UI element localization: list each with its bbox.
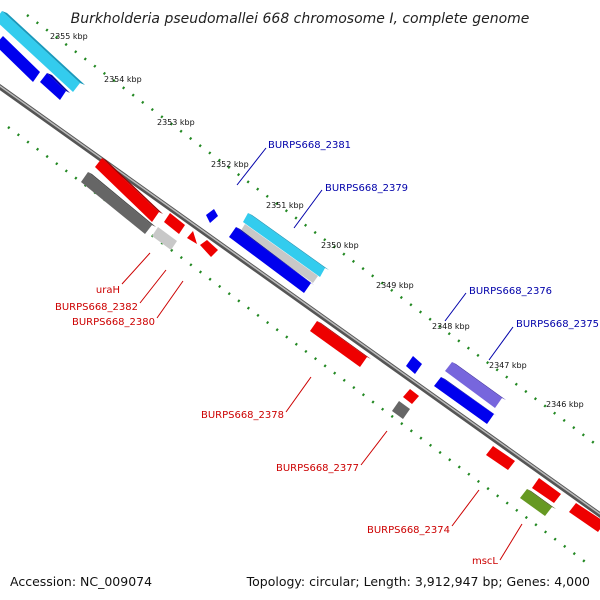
- tick-label: 2352 kbp: [211, 160, 249, 169]
- gene-forward-edge: [441, 377, 497, 416]
- accession-text: Accession: NC_009074: [10, 574, 152, 589]
- gene-reverse-edge: [102, 158, 163, 214]
- gene-green-edge: [527, 489, 556, 509]
- gene-label-forward[interactable]: BURPS668_2375: [516, 319, 599, 330]
- leader-line: [285, 376, 312, 413]
- gene-reverse[interactable]: [95, 158, 159, 222]
- backbone-highlight: [0, 85, 600, 515]
- leader-line: [488, 326, 514, 361]
- label-leaders: [121, 147, 523, 561]
- tick-label: 2349 kbp: [376, 281, 414, 290]
- gene-forward-light[interactable]: [0, 11, 80, 92]
- tick-label: 2355 kbp: [50, 32, 88, 41]
- tick-label: 2347 kbp: [489, 361, 527, 370]
- leader-line: [293, 189, 323, 229]
- tick-label: 2353 kbp: [157, 118, 195, 127]
- map-title: Burkholderia pseudomallei 668 chromosome…: [71, 11, 530, 27]
- plot-area: 2355 kbp 2354 kbp 2353 kbp 2352 kbp 2351…: [0, 11, 600, 567]
- reverse-features: [81, 158, 600, 532]
- gene-label-reverse[interactable]: BURPS668_2377: [276, 463, 359, 474]
- gene-grey-light[interactable]: [152, 227, 177, 250]
- tick-label: 2350 kbp: [321, 241, 359, 250]
- tick-label: 2351 kbp: [266, 201, 304, 210]
- gene-label-forward[interactable]: BURPS668_2376: [469, 286, 552, 297]
- dot-track-forward-outer: [26, 14, 600, 450]
- tick-labels: 2355 kbp 2354 kbp 2353 kbp 2352 kbp 2351…: [50, 32, 584, 409]
- forward-features: [0, 11, 506, 424]
- backbone: [0, 84, 600, 518]
- gene-forward[interactable]: [206, 209, 218, 223]
- leader-line: [444, 292, 467, 322]
- leader-line: [236, 147, 267, 186]
- gene-grey-light[interactable]: [240, 224, 318, 283]
- gene-forward-purple-edge: [452, 362, 506, 400]
- gene-reverse[interactable]: [187, 231, 197, 244]
- gene-reverse[interactable]: [164, 213, 185, 234]
- gene-label-reverse[interactable]: BURPS668_2382: [55, 302, 138, 313]
- leader-line: [121, 252, 151, 285]
- gene-forward[interactable]: [406, 356, 422, 374]
- gene-forward[interactable]: [40, 73, 66, 100]
- gene-reverse[interactable]: [200, 240, 218, 257]
- gene-green[interactable]: [520, 489, 552, 516]
- gene-grey-edge: [88, 172, 156, 227]
- tick-label: 2348 kbp: [432, 322, 470, 331]
- gene-forward-edge: [236, 227, 314, 285]
- gene-forward-light-edge: [248, 213, 329, 270]
- leader-line: [360, 430, 388, 466]
- gene-labels: BURPS668_2381 BURPS668_2379 BURPS668_237…: [55, 140, 599, 567]
- gene-forward-purple[interactable]: [445, 362, 502, 408]
- gene-reverse[interactable]: [310, 321, 367, 367]
- leader-line: [156, 280, 184, 319]
- gene-grey[interactable]: [81, 172, 152, 234]
- gene-reverse[interactable]: [569, 503, 600, 532]
- tick-label: 2346 kbp: [546, 400, 584, 409]
- gene-label-reverse[interactable]: BURPS668_2380: [72, 317, 155, 328]
- gene-forward-light[interactable]: [243, 213, 325, 277]
- gene-forward[interactable]: [229, 227, 311, 293]
- gene-label-forward[interactable]: BURPS668_2379: [325, 183, 408, 194]
- gene-reverse[interactable]: [403, 389, 419, 404]
- leader-line: [139, 269, 167, 304]
- topology-text: Topology: circular; Length: 3,912,947 bp…: [246, 574, 590, 589]
- leader-line: [499, 523, 523, 561]
- gene-reverse-edge: [317, 321, 371, 359]
- gene-label-reverse[interactable]: BURPS668_2374: [367, 525, 450, 536]
- gene-grey[interactable]: [392, 401, 410, 419]
- gene-reverse[interactable]: [486, 446, 515, 470]
- leader-line: [451, 489, 480, 527]
- gene-forward-light-edge: [2, 11, 85, 85]
- gene-forward[interactable]: [0, 36, 40, 82]
- dot-tracks: [7, 14, 600, 565]
- gene-forward[interactable]: [434, 377, 494, 424]
- gene-label-reverse[interactable]: mscL: [472, 556, 498, 567]
- gene-label-reverse[interactable]: uraH: [96, 285, 120, 296]
- backbone-line: [0, 84, 600, 518]
- gene-reverse[interactable]: [532, 478, 561, 503]
- gene-label-forward[interactable]: BURPS668_2381: [268, 140, 351, 151]
- gene-forward-edge: [47, 73, 70, 93]
- gene-label-reverse[interactable]: BURPS668_2378: [201, 410, 284, 421]
- tick-label: 2354 kbp: [104, 75, 142, 84]
